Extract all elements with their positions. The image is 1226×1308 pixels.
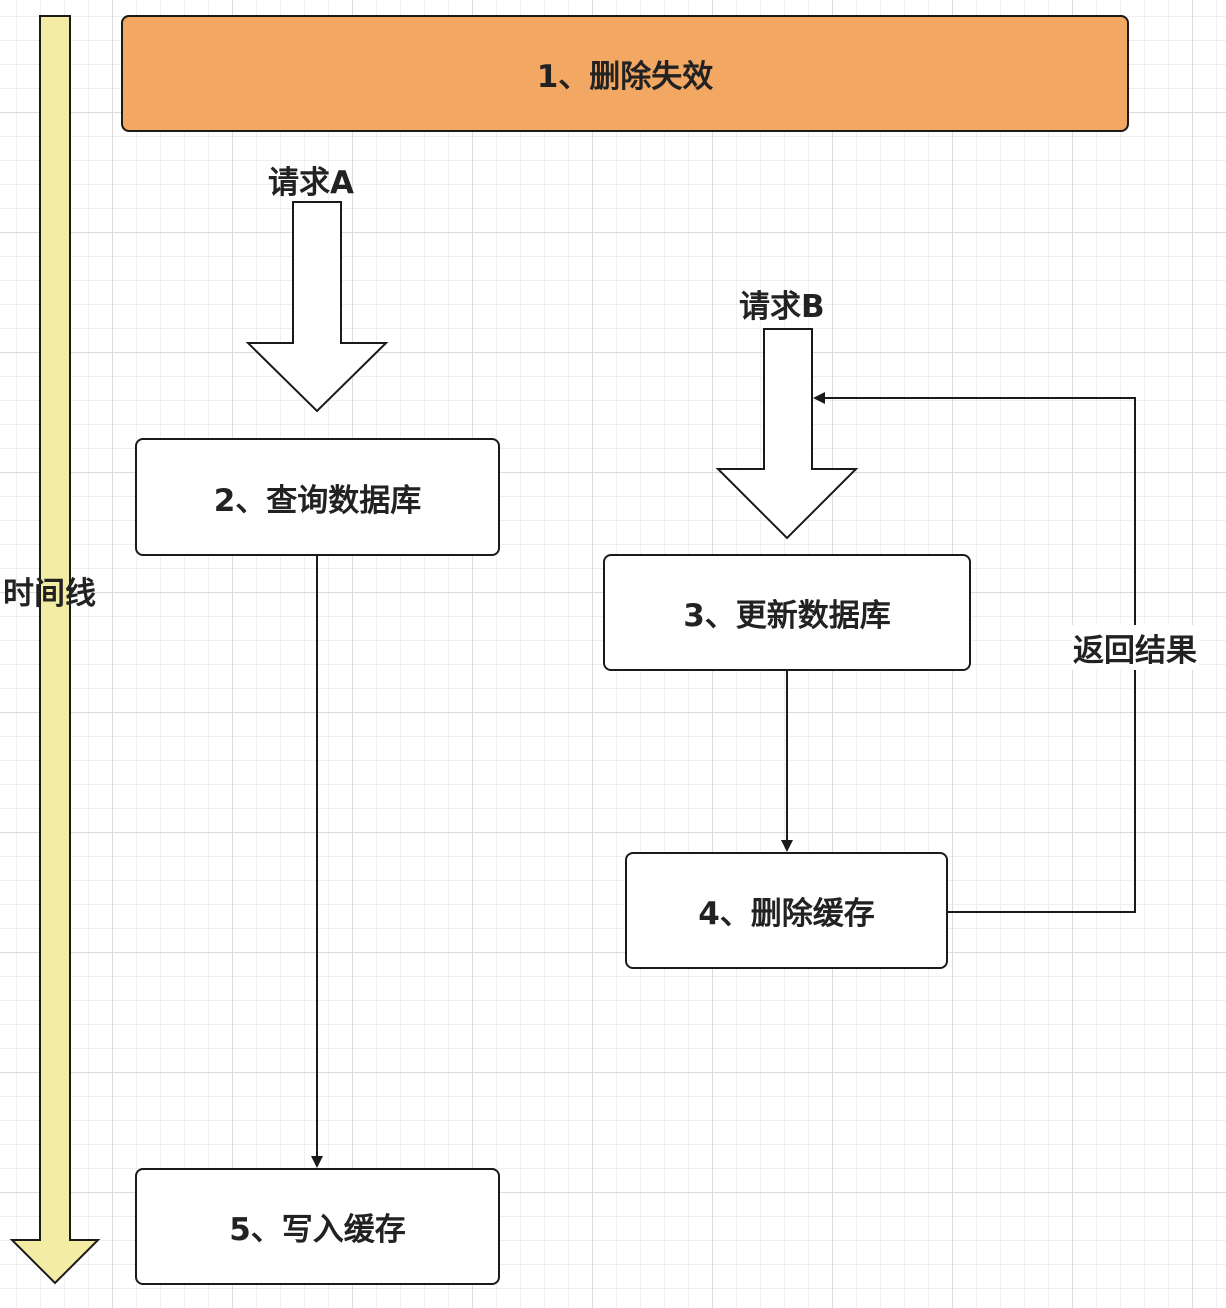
step1-label: 1、删除失效 (536, 59, 714, 95)
timeline-arrow (9, 15, 101, 1285)
step3-label: 3、更新数据库 (683, 598, 891, 634)
step5-box: 5、写入缓存 (135, 1168, 500, 1285)
step1-box: 1、删除失效 (121, 15, 1129, 132)
request-b-arrow (715, 328, 859, 540)
step3-box: 3、更新数据库 (603, 554, 971, 671)
step5-label: 5、写入缓存 (229, 1212, 406, 1248)
step2-box: 2、查询数据库 (135, 438, 500, 556)
step4-label: 4、删除缓存 (698, 896, 875, 932)
timeline-label: 时间线 (3, 576, 96, 612)
return-label: 返回结果 (1071, 625, 1199, 670)
request-a-arrow (245, 201, 389, 413)
step4-box: 4、删除缓存 (625, 852, 948, 969)
step2-label: 2、查询数据库 (213, 482, 422, 519)
request-b-label: 请求B (739, 289, 825, 325)
request-a-label: 请求A (268, 165, 354, 201)
